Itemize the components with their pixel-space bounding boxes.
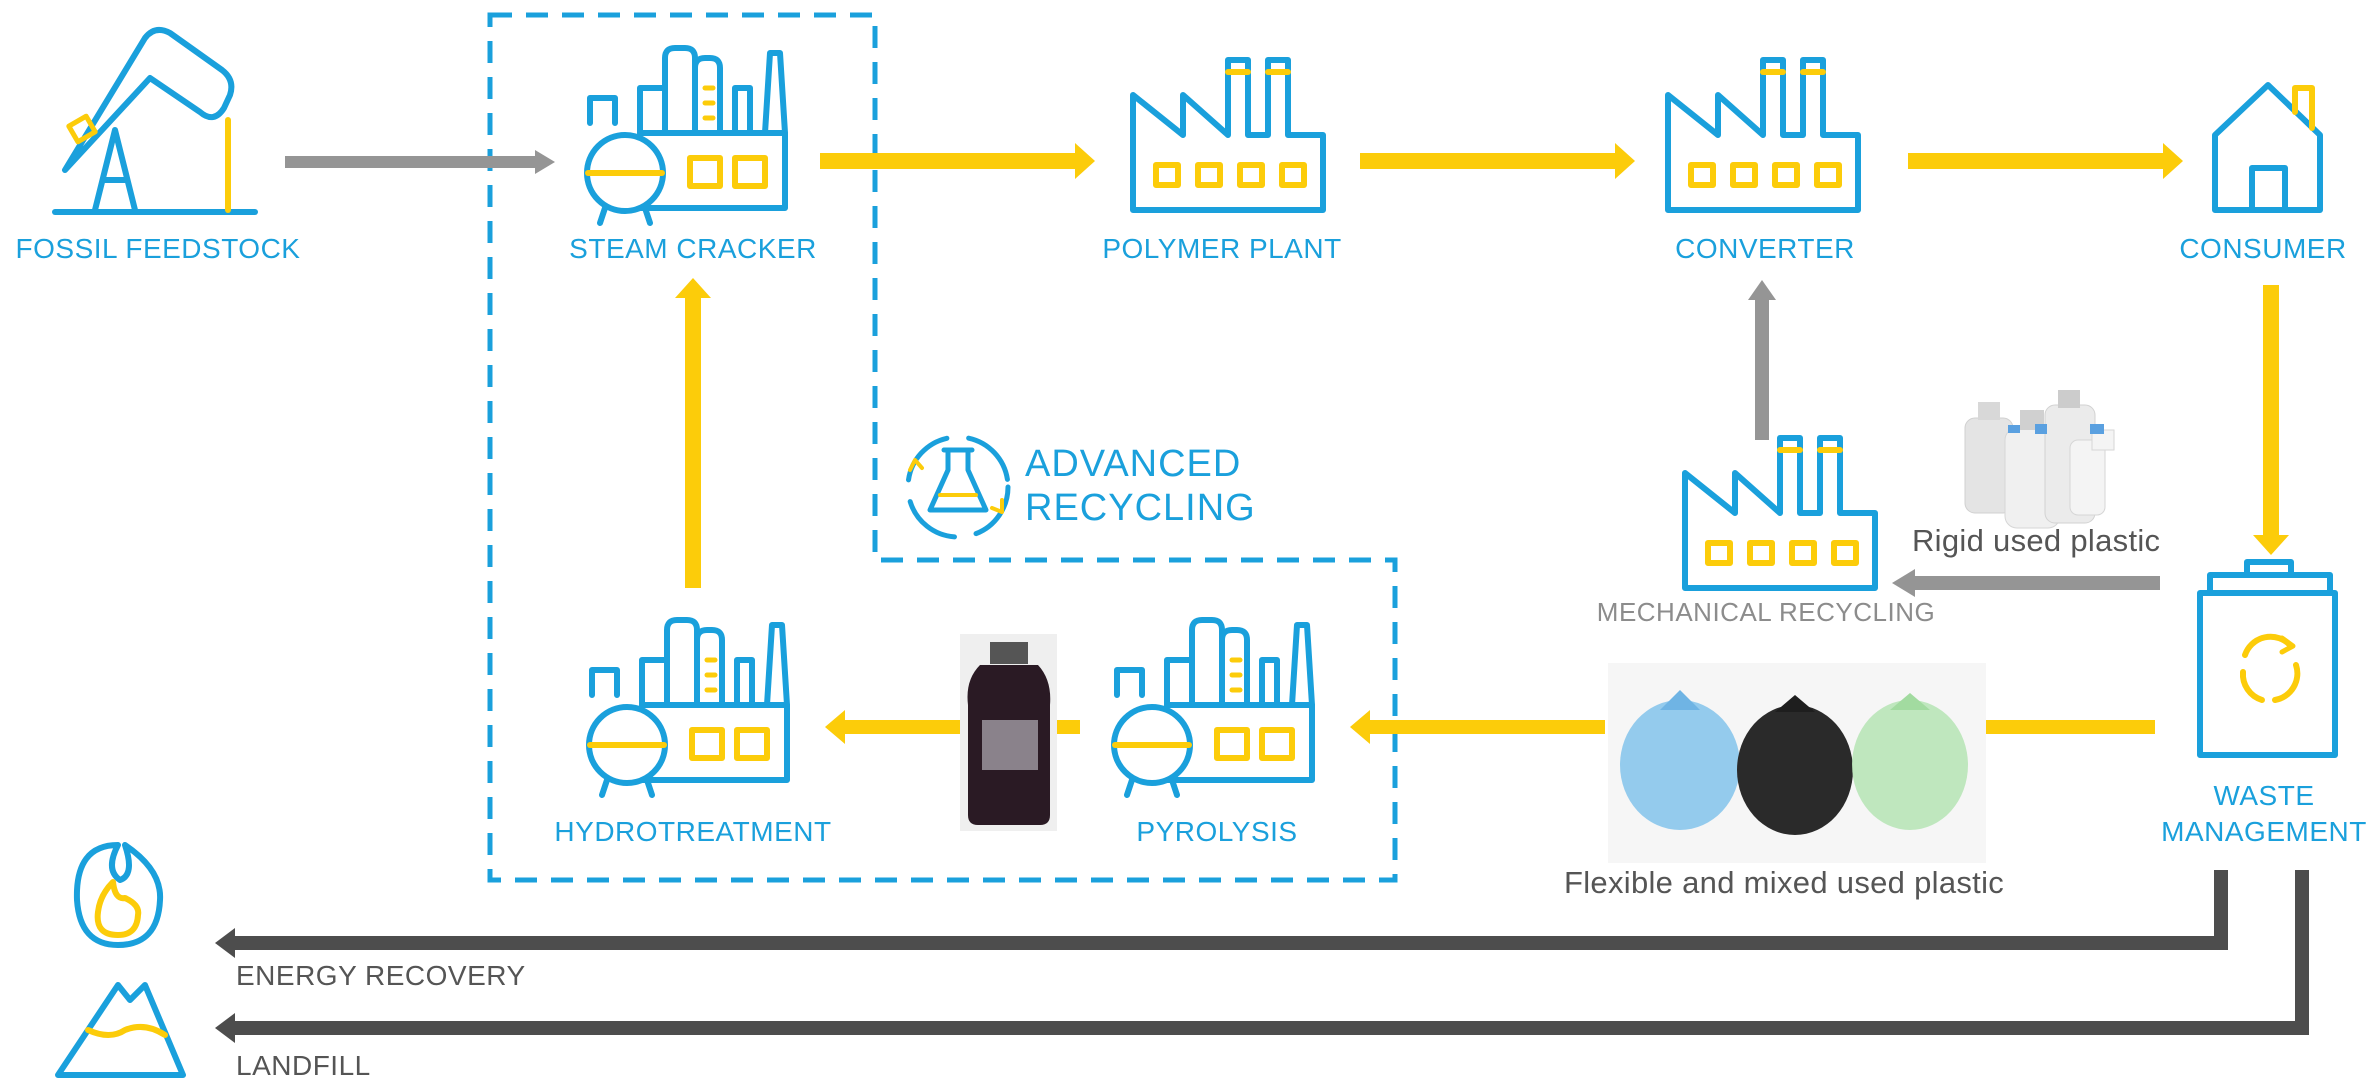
waste-management-label-line1: WASTE (2213, 780, 2315, 811)
house-icon (2212, 82, 2323, 213)
hydrotreatment-label: HYDROTREATMENT (554, 816, 832, 847)
advanced-recycling-boundary (487, 12, 1398, 883)
advanced-recycling-label-line2: RECYCLING (1025, 487, 1256, 529)
waste-management-label-line2: MANAGEMENT (2161, 816, 2367, 847)
rigid-plastic-bottles-image (1964, 390, 2115, 529)
waste-bin-icon (2197, 559, 2338, 758)
polymer-plant-label: POLYMER PLANT (1102, 233, 1342, 264)
pyrolysis-label: PYROLYSIS (1136, 816, 1298, 847)
steam-cracker-icon (587, 48, 785, 223)
pyrolysis-icon (1114, 620, 1312, 795)
advanced-recycling-label: ADVANCED RECYCLING (1025, 442, 1256, 530)
energy-recovery-label: ENERGY RECOVERY (236, 960, 526, 991)
oil-pump-icon (52, 26, 258, 215)
arrows-dark (215, 870, 2309, 1043)
flame-icon (73, 842, 164, 948)
fossil-feedstock-label: FOSSIL FEEDSTOCK (15, 233, 301, 264)
steam-cracker-label: STEAM CRACKER (569, 233, 817, 264)
converter-label: CONVERTER (1675, 233, 1855, 264)
waste-management-label: WASTE MANAGEMENT (2161, 778, 2367, 850)
pyrolysis-oil-bottle-image (960, 634, 1057, 831)
mechanical-recycling-icon (1685, 438, 1875, 588)
arrows-grey (285, 150, 2160, 597)
rigid-plastic-caption: Rigid used plastic (1912, 523, 2161, 558)
polymer-plant-icon (1133, 60, 1323, 210)
flexible-plastic-bags-image (1608, 663, 1986, 863)
flask-icon (905, 434, 1011, 540)
recycle-icon (2239, 633, 2301, 703)
mountain-icon (55, 982, 186, 1078)
consumer-label: CONSUMER (2179, 233, 2347, 264)
flexible-plastic-caption: Flexible and mixed used plastic (1564, 865, 2005, 900)
mechanical-recycling-label: MECHANICAL RECYCLING (1596, 597, 1936, 627)
hydrotreatment-icon (589, 620, 787, 795)
arrows-yellow (675, 143, 2289, 744)
landfill-label: LANDFILL (236, 1050, 371, 1081)
converter-icon (1668, 60, 1858, 210)
advanced-recycling-label-line1: ADVANCED (1025, 443, 1242, 485)
